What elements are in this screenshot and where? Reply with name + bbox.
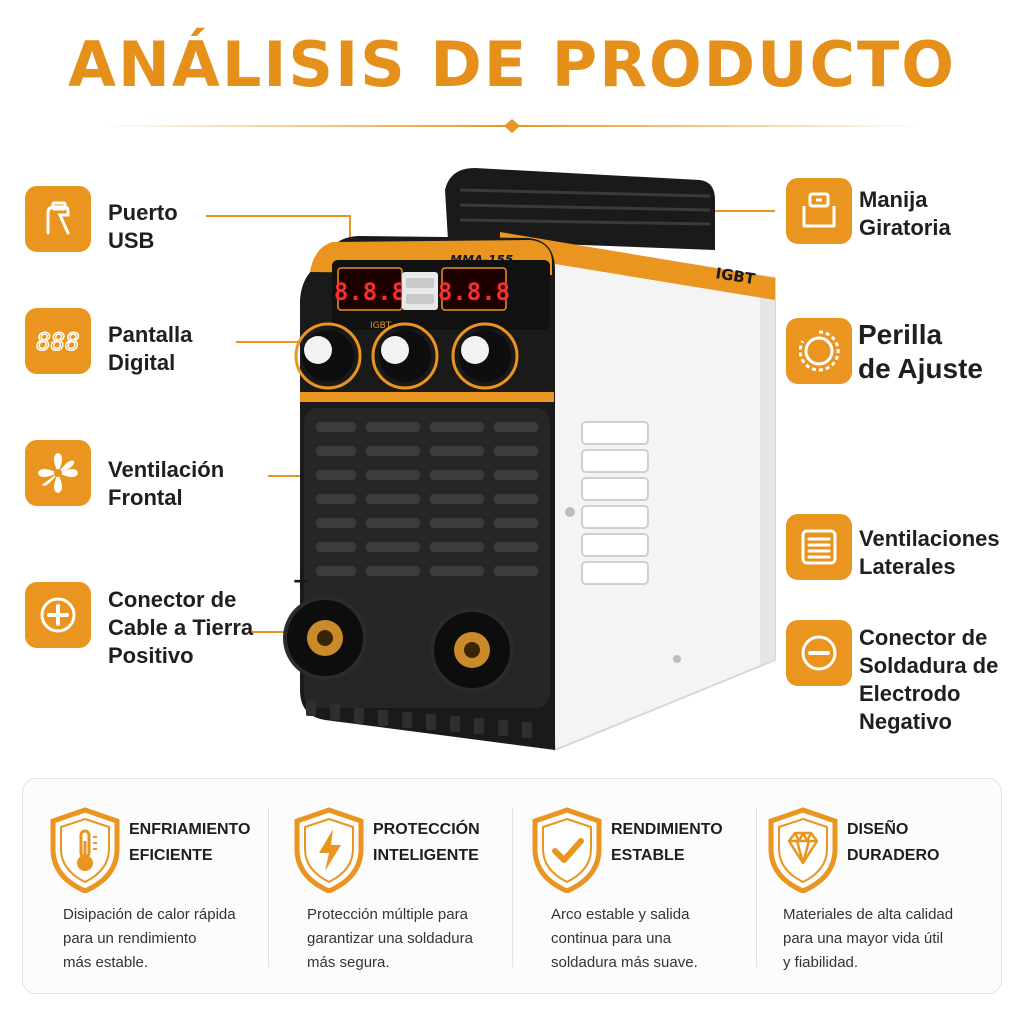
digital-display-icon: 888	[25, 308, 91, 374]
negative-connector	[430, 608, 514, 692]
minus-icon	[786, 620, 852, 686]
positive-connector	[283, 596, 367, 680]
title-divider	[100, 119, 924, 133]
knob-icon	[786, 318, 852, 384]
lightning-icon	[294, 807, 364, 893]
fan-icon	[25, 440, 91, 506]
adjustment-knobs: IGBT	[294, 321, 519, 390]
divider	[268, 807, 269, 967]
side-vents	[581, 421, 649, 585]
checkmark-icon	[532, 807, 602, 893]
diamond-icon	[768, 807, 838, 893]
polarity-plus: +	[292, 569, 310, 594]
display-right: 8.8.8	[438, 278, 510, 306]
usb-port-icon	[25, 186, 91, 252]
handle-icon	[786, 178, 852, 244]
knob-label: IGBT	[370, 321, 392, 331]
welder-machine-illustration: IGBT MMA-155 8.8.8 8.8.8 IGBT	[283, 168, 776, 752]
display-left: 8.8.8	[334, 278, 406, 306]
divider	[512, 807, 513, 967]
page-title: ANÁLISIS DE PRODUCTO	[68, 28, 956, 101]
rotating-handle	[445, 168, 715, 250]
svg-text:888: 888	[36, 328, 79, 356]
vent-lines-icon	[786, 514, 852, 580]
plus-icon	[25, 582, 91, 648]
thermometer-icon	[50, 807, 120, 893]
divider	[756, 807, 757, 967]
